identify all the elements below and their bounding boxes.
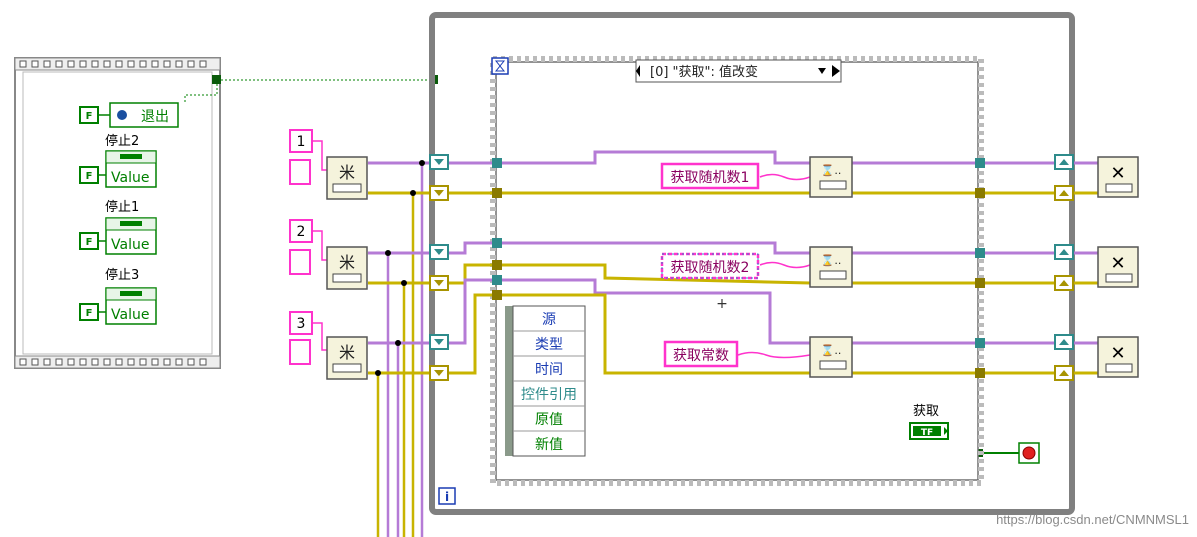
close-icon: ✕: [1110, 343, 1125, 364]
event-data-node: 源 类型 时间 控件引用 原值 新值: [505, 305, 586, 457]
enqueue-node-3[interactable]: ⌛..: [809, 336, 853, 378]
loop-left-tunnels: [429, 154, 449, 381]
event-tunnels: [492, 158, 985, 378]
enqueue-node-2[interactable]: ⌛..: [809, 246, 853, 288]
event-field-source: 源: [542, 312, 556, 328]
string-const-constant[interactable]: 获取常数: [663, 340, 739, 368]
event-field-newval: 新值: [535, 437, 563, 453]
svg-text:米: 米: [339, 163, 355, 182]
release-queue-1[interactable]: ✕: [1097, 156, 1139, 198]
stop3-property-node[interactable]: 停止3 F Value: [79, 267, 157, 325]
stop2-bool-constant: F: [86, 171, 93, 182]
svg-text:获取随机数2: 获取随机数2: [671, 260, 750, 276]
release-queue-2[interactable]: ✕: [1097, 246, 1139, 288]
film-holes-top: [19, 60, 207, 68]
queue-constant-1[interactable]: 1: [289, 129, 328, 185]
stop1-value-prop: Value: [111, 237, 149, 253]
event-field-oldval: 原值: [535, 412, 563, 428]
close-icon: ✕: [1110, 253, 1125, 274]
svg-text:获取常数: 获取常数: [673, 348, 729, 364]
event-structure-frame: [490, 56, 984, 486]
stop2-property-node[interactable]: 停止2 F Value: [79, 133, 157, 188]
while-loop-border[interactable]: [429, 12, 1075, 515]
iteration-terminal: i: [438, 487, 456, 505]
close-icon: ✕: [1110, 163, 1125, 184]
svg-text:⌛..: ⌛..: [821, 344, 842, 357]
stop2-value-prop: Value: [111, 170, 149, 186]
film-holes-bottom: [19, 358, 207, 366]
stop-terminal[interactable]: [1018, 442, 1040, 464]
svg-text:i: i: [445, 490, 449, 504]
event-field-time: 时间: [535, 362, 563, 378]
obtain-queue-2[interactable]: 米: [326, 246, 368, 290]
svg-text:⌛..: ⌛..: [821, 254, 842, 267]
row3-wires: [368, 278, 1098, 375]
svg-text:TF: TF: [921, 428, 933, 438]
watermark: https://blog.csdn.net/CNMNMSL1: [996, 512, 1189, 527]
event-field-ctlref: 控件引用: [521, 387, 577, 403]
get-indicator-label: 获取: [913, 404, 939, 419]
stop2-label: 停止2: [105, 133, 139, 149]
globe-icon: [117, 110, 127, 120]
queue-constant-3[interactable]: 3: [289, 311, 328, 365]
release-queue-3[interactable]: ✕: [1097, 336, 1139, 378]
exit-bool-constant: F: [86, 111, 93, 122]
vertical-wires: [376, 163, 424, 537]
exit-local-label: 退出: [141, 109, 169, 125]
wire-junctions: [375, 160, 425, 376]
string-const-random2[interactable]: 获取随机数2: [660, 252, 760, 280]
stop3-value-prop: Value: [111, 307, 149, 323]
svg-text:3: 3: [297, 316, 306, 332]
exit-local-variable[interactable]: F 退出: [79, 102, 179, 128]
row1-wires: [368, 150, 1098, 195]
row2-wires: [368, 241, 1098, 285]
enqueue-node-1[interactable]: ⌛..: [809, 156, 853, 198]
svg-text:2: 2: [297, 224, 306, 240]
obtain-queue-1[interactable]: 米: [326, 156, 368, 200]
string-const-random1[interactable]: 获取随机数1: [660, 162, 760, 190]
obtain-queue-3[interactable]: 米: [326, 336, 368, 380]
stop1-property-node[interactable]: 停止1 F Value: [79, 199, 157, 255]
stop1-bool-constant: F: [86, 237, 93, 248]
loop-right-tunnels: [1054, 154, 1074, 381]
get-boolean-terminal[interactable]: 获取 TF: [909, 404, 949, 440]
svg-text:1: 1: [297, 134, 306, 150]
stop1-label: 停止1: [105, 199, 139, 215]
svg-text:米: 米: [339, 343, 355, 362]
sequence-tunnel: [212, 75, 221, 84]
event-case-selector[interactable]: [0] "获取": 值改变: [635, 59, 842, 83]
queue-constant-2[interactable]: 2: [289, 219, 328, 275]
svg-text:⌛..: ⌛..: [821, 164, 842, 177]
stop3-label: 停止3: [105, 267, 139, 283]
svg-text:米: 米: [339, 253, 355, 272]
crosshair-cursor-icon: +: [716, 296, 728, 312]
event-field-type: 类型: [535, 337, 563, 353]
svg-text:获取随机数1: 获取随机数1: [671, 170, 750, 186]
event-case-label: [0] "获取": 值改变: [650, 64, 758, 80]
stop3-bool-constant: F: [86, 308, 93, 319]
